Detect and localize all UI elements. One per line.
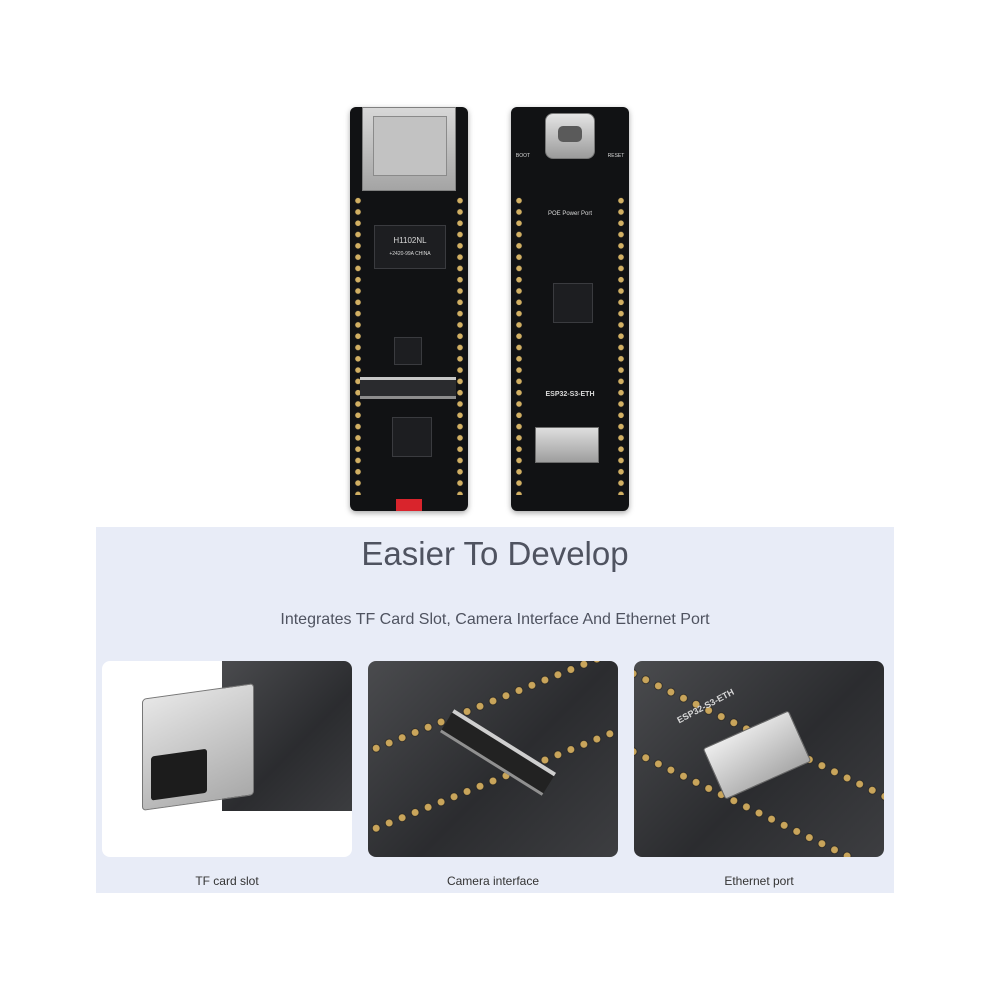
mcu-chip <box>553 283 593 323</box>
product-hero: H1102NL +2420-99A CHINA BOOT RESET POE P… <box>350 107 629 511</box>
camera-fpc-connector <box>360 377 456 399</box>
board-back-image: BOOT RESET POE Power Port ESP32-S3-ETH <box>511 107 629 511</box>
boot-button-label: BOOT <box>515 153 531 159</box>
chip-marking-sub: +2420-99A CHINA <box>389 251 431 257</box>
poe-port-label: POE Power Port <box>547 211 592 217</box>
board-front-image: H1102NL +2420-99A CHINA <box>350 107 468 511</box>
feature-card-3-image: ESP32-S3-ETH <box>634 661 884 857</box>
ethernet-transformer-chip: H1102NL +2420-99A CHINA <box>374 225 446 269</box>
feature-title: Easier To Develop <box>361 535 629 572</box>
pin-header-left <box>353 195 363 495</box>
pin-header-right <box>616 195 626 495</box>
card-label-tf: TF card slot <box>195 874 259 888</box>
usb-c-connector <box>545 113 595 159</box>
feature-card-1-image <box>102 661 352 857</box>
red-switch <box>396 499 422 511</box>
feature-subtitle: Integrates TF Card Slot, Camera Interfac… <box>280 611 710 628</box>
card-label-ethernet: Ethernet port <box>724 874 794 888</box>
chip-marking-main: H1102NL <box>393 236 427 245</box>
pin-header-left <box>514 195 524 495</box>
board-name-silkscreen: ESP32-S3-ETH <box>545 391 595 398</box>
mcu-chip <box>392 417 432 457</box>
feature-panel: Easier To Develop Integrates TF Card Slo… <box>96 527 894 893</box>
feature-card-2-image <box>368 661 618 857</box>
rj45-connector <box>362 107 456 191</box>
pin-header-right <box>455 195 465 495</box>
phy-chip <box>394 337 422 365</box>
tf-card-slot <box>535 427 599 463</box>
reset-button-label: RESET <box>607 153 625 159</box>
card-label-camera: Camera interface <box>446 874 540 888</box>
rj45-connector <box>142 683 254 811</box>
